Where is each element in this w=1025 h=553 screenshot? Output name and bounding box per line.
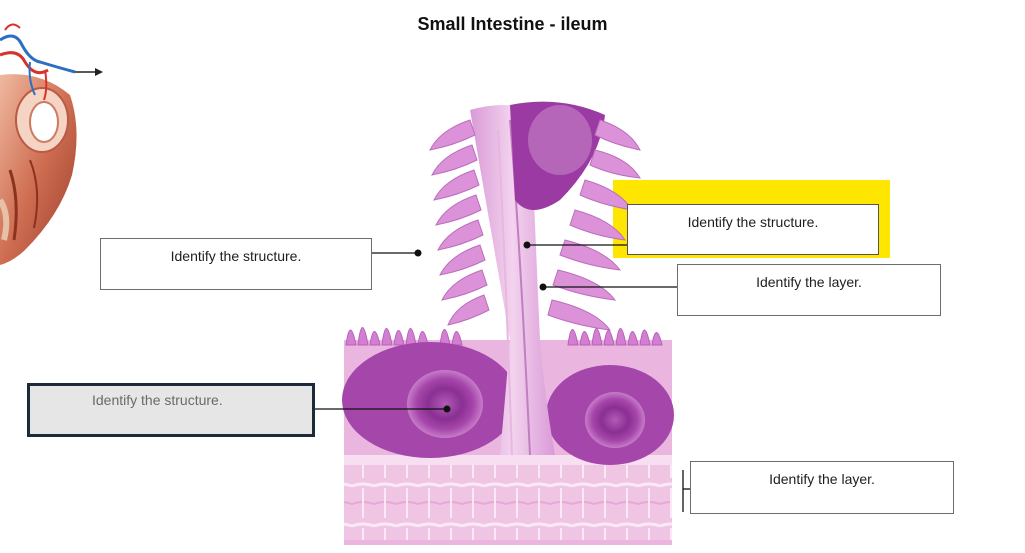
structure-prompt-selected: Identify the structure. bbox=[92, 392, 223, 408]
structure-prompt-right: Identify the structure. bbox=[687, 214, 819, 230]
structure-answer-box-right[interactable]: Identify the structure. bbox=[627, 204, 879, 255]
layer-prompt-upper: Identify the layer. bbox=[756, 274, 862, 290]
structure-prompt-left: Identify the structure. bbox=[170, 248, 302, 264]
layer-answer-box-lower[interactable]: Identify the layer. bbox=[690, 461, 954, 514]
page-title: Small Intestine - ileum bbox=[417, 14, 608, 34]
structure-answer-box-selected[interactable]: Identify the structure. bbox=[27, 383, 315, 437]
layer-answer-box-upper[interactable]: Identify the layer. bbox=[677, 264, 941, 316]
structure-answer-box-left[interactable]: Identify the structure. bbox=[100, 238, 372, 290]
layer-prompt-lower: Identify the layer. bbox=[769, 471, 875, 487]
